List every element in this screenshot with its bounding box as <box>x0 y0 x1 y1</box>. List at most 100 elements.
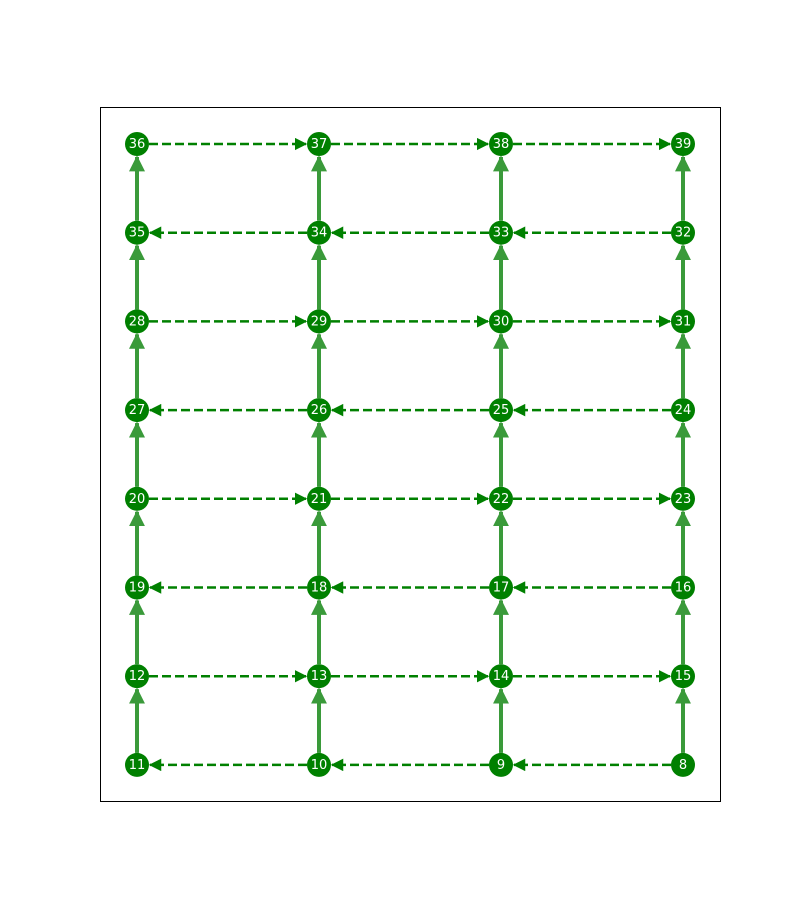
node-16: 16 <box>671 575 695 600</box>
node-label: 32 <box>675 226 692 241</box>
node-label: 18 <box>311 581 328 596</box>
node-9: 9 <box>489 752 513 777</box>
node-23: 23 <box>671 486 695 511</box>
node-label: 28 <box>129 314 146 329</box>
node-17: 17 <box>489 575 513 600</box>
nodes-layer: 8 9 10 11 12 13 14 15 16 17 18 19 20 21 22 23 24 25 26 27 28… <box>125 132 695 777</box>
node-label: 22 <box>493 492 510 507</box>
node-33: 33 <box>489 220 513 245</box>
node-32: 32 <box>671 220 695 245</box>
node-label: 33 <box>493 226 510 241</box>
node-label: 30 <box>493 314 510 329</box>
node-circle <box>489 220 513 245</box>
node-circle <box>671 575 695 600</box>
node-13: 13 <box>307 664 331 689</box>
node-18: 18 <box>307 575 331 600</box>
node-29: 29 <box>307 309 331 334</box>
node-38: 38 <box>489 132 513 156</box>
node-36: 36 <box>125 132 149 156</box>
node-24: 24 <box>671 398 695 423</box>
node-circle <box>125 486 149 511</box>
node-label: 37 <box>311 137 328 152</box>
node-label: 31 <box>675 314 692 329</box>
node-label: 23 <box>675 492 692 507</box>
node-circle <box>671 486 695 511</box>
node-circle <box>307 309 331 334</box>
node-37: 37 <box>307 132 331 156</box>
node-circle <box>125 575 149 600</box>
node-34: 34 <box>307 220 331 245</box>
node-19: 19 <box>125 575 149 600</box>
node-label: 24 <box>675 403 692 418</box>
node-circle <box>125 132 149 156</box>
node-circle <box>307 752 331 777</box>
node-label: 27 <box>129 403 146 418</box>
node-label: 35 <box>129 226 146 241</box>
node-label: 25 <box>493 403 510 418</box>
node-circle <box>671 398 695 423</box>
node-8: 8 <box>671 752 695 777</box>
node-label: 39 <box>675 137 692 152</box>
node-31: 31 <box>671 309 695 334</box>
node-circle <box>125 752 149 777</box>
node-circle <box>489 664 513 689</box>
node-circle <box>671 309 695 334</box>
node-circle <box>671 220 695 245</box>
node-30: 30 <box>489 309 513 334</box>
node-label: 12 <box>129 669 146 684</box>
plot-frame <box>100 107 721 802</box>
node-label: 8 <box>679 758 687 773</box>
node-label: 38 <box>493 137 510 152</box>
node-25: 25 <box>489 398 513 423</box>
node-39: 39 <box>671 132 695 156</box>
edges-layer <box>129 137 691 772</box>
node-circle <box>307 575 331 600</box>
node-21: 21 <box>307 486 331 511</box>
node-circle <box>125 398 149 423</box>
node-35: 35 <box>125 220 149 245</box>
node-circle <box>489 309 513 334</box>
node-label: 14 <box>493 669 510 684</box>
node-circle <box>489 132 513 156</box>
node-circle <box>489 398 513 423</box>
node-circle <box>125 309 149 334</box>
node-label: 36 <box>129 137 146 152</box>
node-22: 22 <box>489 486 513 511</box>
node-label: 10 <box>311 758 328 773</box>
node-label: 15 <box>675 669 692 684</box>
node-12: 12 <box>125 664 149 689</box>
node-circle <box>307 220 331 245</box>
node-15: 15 <box>671 664 695 689</box>
node-circle <box>671 752 695 777</box>
node-circle <box>489 486 513 511</box>
node-circle <box>307 486 331 511</box>
node-label: 11 <box>129 758 146 773</box>
node-label: 17 <box>493 581 510 596</box>
node-circle <box>307 132 331 156</box>
node-26: 26 <box>307 398 331 423</box>
node-label: 29 <box>311 314 328 329</box>
node-circle <box>125 664 149 689</box>
node-circle <box>671 132 695 156</box>
node-11: 11 <box>125 752 149 777</box>
node-10: 10 <box>307 752 331 777</box>
node-circle <box>671 664 695 689</box>
node-circle <box>307 664 331 689</box>
node-label: 16 <box>675 581 692 596</box>
node-label: 9 <box>497 758 505 773</box>
node-27: 27 <box>125 398 149 423</box>
node-circle <box>125 220 149 245</box>
node-circle <box>489 575 513 600</box>
node-label: 26 <box>311 403 328 418</box>
node-circle <box>489 752 513 777</box>
node-label: 13 <box>311 669 328 684</box>
node-label: 34 <box>311 226 328 241</box>
node-label: 19 <box>129 581 146 596</box>
node-28: 28 <box>125 309 149 334</box>
node-label: 21 <box>311 492 328 507</box>
node-label: 20 <box>129 492 146 507</box>
node-14: 14 <box>489 664 513 689</box>
node-circle <box>307 398 331 423</box>
node-20: 20 <box>125 486 149 511</box>
